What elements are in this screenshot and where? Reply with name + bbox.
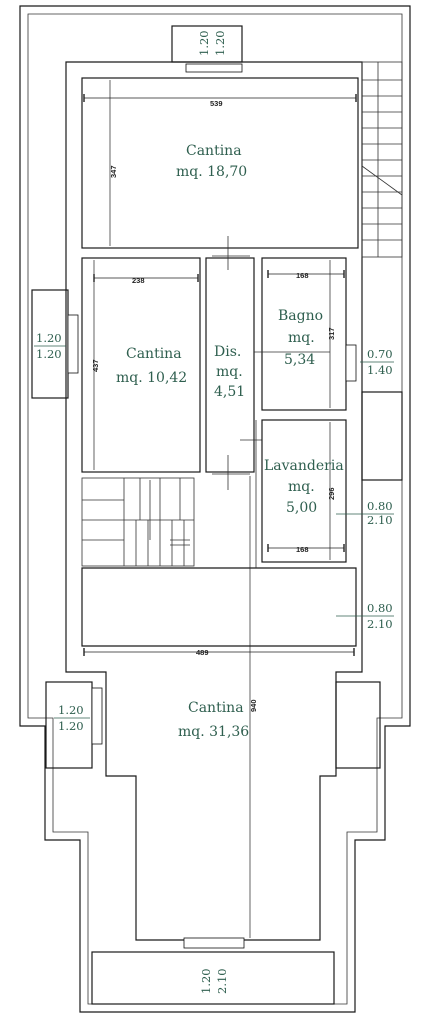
left-lower-window[interactable]: [91, 687, 103, 745]
dim-top-width: 539: [210, 99, 223, 108]
room-area-cantina-top: mq. 18,70: [176, 164, 247, 180]
left-window-a: 1.20: [36, 331, 62, 345]
bottom-window[interactable]: [183, 937, 245, 949]
room-area2-bagno: 5,34: [284, 352, 315, 368]
top-window[interactable]: [185, 63, 243, 73]
room-cantina-big: [81, 567, 357, 647]
room-area2-lavanderia: 5,00: [286, 500, 317, 516]
room-name-bagno: Bagno: [278, 308, 323, 324]
outer-perimeter: [19, 5, 411, 1013]
top-window-a: 1.20: [197, 30, 211, 56]
top-window-b: 1.20: [213, 30, 227, 56]
dim-bagno-width: 168: [296, 271, 309, 280]
left-window-b: 1.20: [36, 347, 62, 361]
room-lavanderia: [261, 419, 347, 563]
room-area-bagno: mq.: [288, 330, 315, 346]
dim-lav-width: 168: [296, 545, 309, 554]
left-lower-window-a: 1.20: [58, 703, 84, 717]
room-area-dis: mq.: [216, 364, 243, 380]
dim-top-height: 347: [109, 165, 118, 178]
right-window-lav-a: 0.80: [367, 499, 393, 513]
right-lower-niche: [335, 681, 381, 769]
dim-lav-height: 296: [327, 487, 336, 500]
bottom-window-a: 1.20: [199, 968, 213, 994]
dim-cantina2-width: 238: [132, 276, 145, 285]
dim-big-width: 489: [196, 648, 209, 657]
left-lower-window-b: 1.20: [58, 719, 84, 733]
left-window[interactable]: [67, 314, 79, 374]
dim-bagno-height: 317: [327, 327, 336, 340]
room-area-cantina-big: mq. 31,36: [178, 724, 249, 740]
top-window-niche: [171, 25, 243, 63]
room-area-lavanderia: mq.: [288, 479, 315, 495]
dim-big-height: 940: [249, 699, 258, 712]
right-window-bagno-a: 0.70: [367, 347, 393, 361]
bottom-window-niche: [91, 951, 335, 1005]
bottom-window-b: 2.10: [215, 968, 229, 994]
right-window-mid-b: 2.10: [367, 617, 393, 631]
right-window-bagno-b: 1.40: [367, 363, 393, 377]
exterior-stair: [361, 61, 403, 258]
internal-stair: [81, 477, 195, 567]
right-window-bagno[interactable]: [345, 344, 357, 382]
room-name-cantina-big: Cantina: [188, 700, 244, 716]
room-area-cantina-left: mq. 10,42: [116, 370, 187, 386]
room-name-dis: Dis.: [214, 344, 241, 360]
room-name-lavanderia: Lavanderia: [264, 458, 344, 474]
dim-cantina2-height: 437: [91, 359, 100, 372]
right-window-mid-a: 0.80: [367, 601, 393, 615]
room-area2-dis: 4,51: [214, 384, 245, 400]
room-cantina-left: [81, 257, 201, 473]
outer-perimeter-offset: [27, 13, 403, 1005]
right-window-lav-b: 2.10: [367, 513, 393, 527]
room-bagno: [261, 257, 347, 411]
room-disimpegno: [205, 257, 255, 473]
inner-perimeter: [65, 61, 363, 941]
right-niche: [361, 391, 403, 481]
room-name-cantina-left: Cantina: [126, 346, 182, 362]
room-name-cantina-top: Cantina: [186, 143, 242, 159]
room-cantina-top: [81, 77, 359, 249]
